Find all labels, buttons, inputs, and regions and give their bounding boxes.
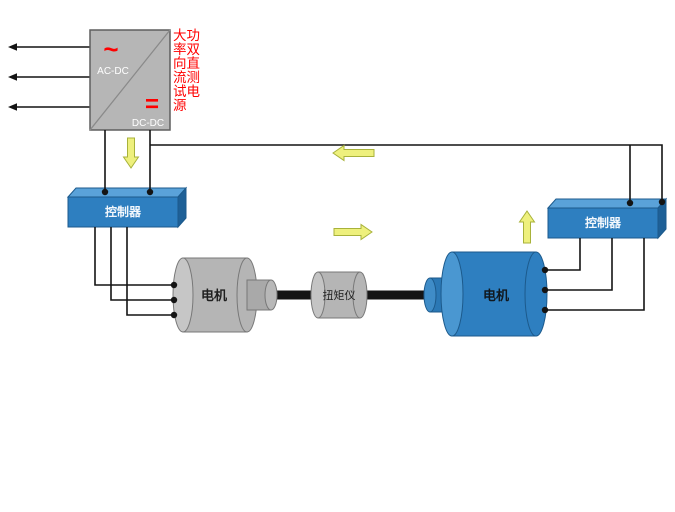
terminal-dot: [541, 286, 549, 294]
right-controller-front: [547, 207, 659, 239]
right-motor-cap: [524, 251, 548, 337]
torque-meter-cap: [352, 271, 368, 319]
arrowhead-left-icon: [8, 73, 17, 81]
right-motor-body: [451, 251, 537, 337]
power-wires: [94, 130, 663, 316]
terminal-dot: [658, 198, 666, 206]
right-motor: 电机: [423, 251, 548, 337]
flow-arrow-up-icon: [518, 210, 536, 244]
phase-wire: [126, 227, 174, 316]
phase-wire: [545, 238, 645, 311]
terminal-dot: [101, 188, 109, 196]
right-motor-hub-cap: [423, 277, 437, 313]
flow-arrow-down-icon: [122, 137, 140, 169]
terminal-dot: [170, 281, 178, 289]
left-motor-end-cap: [172, 257, 194, 333]
terminal-dot: [541, 266, 549, 274]
left-controller-top: [66, 187, 188, 198]
flow-arrows: [122, 137, 536, 244]
right-controller: 控制器: [546, 197, 668, 240]
phase-wire: [94, 227, 174, 286]
arrowhead-left-icon: [8, 103, 17, 111]
dc-symbol-icon: =: [145, 91, 159, 118]
left-motor: 电机: [172, 257, 278, 333]
terminal-dot: [170, 296, 178, 304]
left-motor-label: 电机: [201, 288, 227, 303]
left-motor-body: [182, 257, 248, 333]
ac-input-lines: [8, 43, 90, 111]
connection-dots: [101, 188, 666, 319]
dc-dc-label: DC-DC: [132, 118, 164, 129]
right-motor-end-cap: [440, 251, 464, 337]
dc-bus-wire: [150, 144, 663, 203]
left-controller-front: [67, 196, 179, 228]
power-supply-unit: ~ AC-DC = DC-DC: [89, 29, 171, 131]
left-controller: 控制器: [66, 186, 188, 229]
power-supply-name: 大功率双向直流测试电源: [173, 28, 200, 113]
torque-meter-end-cap: [310, 271, 326, 319]
terminal-dot: [541, 306, 549, 314]
ac-dc-label: AC-DC: [97, 66, 129, 77]
power-supply-diagonal: [89, 29, 171, 131]
left-motor-hub-cap: [264, 279, 278, 311]
right-motor-label: 电机: [483, 288, 509, 303]
flow-arrow-left-icon: [332, 144, 375, 162]
terminal-dot: [146, 188, 154, 196]
torque-meter: 扭矩仪: [310, 271, 368, 319]
phase-wire: [110, 227, 174, 301]
terminal-dot: [170, 311, 178, 319]
left-controller-label: 控制器: [105, 204, 142, 219]
right-controller-top: [546, 198, 668, 209]
flow-arrow-right-icon: [333, 223, 373, 241]
phase-wire: [545, 238, 581, 271]
torque-meter-label: 扭矩仪: [323, 288, 356, 302]
phase-wire: [545, 238, 613, 291]
right-controller-label: 控制器: [585, 215, 622, 230]
ac-wave-symbol-icon: ~: [103, 34, 118, 64]
terminal-dot: [626, 199, 634, 207]
arrowhead-left-icon: [8, 43, 17, 51]
